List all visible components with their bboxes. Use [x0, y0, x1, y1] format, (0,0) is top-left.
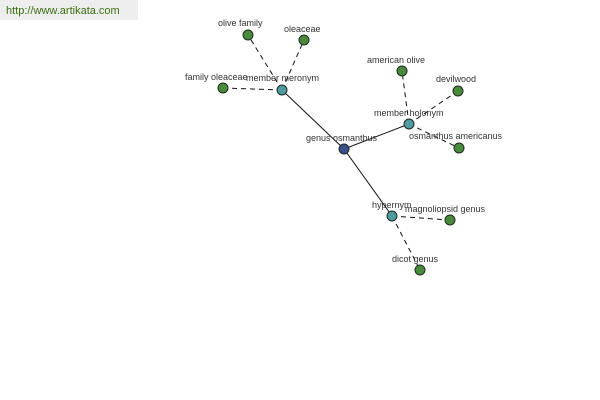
- edge-member-holonym-to-osmanthus-americanus: [408, 123, 460, 149]
- label-dicot-genus[interactable]: dicot genus: [392, 254, 439, 264]
- label-hypernym[interactable]: hypernym: [372, 200, 412, 210]
- node-center[interactable]: [338, 143, 350, 155]
- label-olive-family[interactable]: olive family: [218, 18, 263, 28]
- site-url-link[interactable]: http://www.artikata.com: [0, 0, 138, 20]
- graph-nodes: [217, 29, 465, 276]
- edge-member-meronym-to-oleaceae: [281, 39, 305, 91]
- node-family-oleaceae[interactable]: [217, 82, 229, 94]
- label-osmanthus-americanus[interactable]: osmanthus americanus: [409, 131, 503, 141]
- label-magnoliopsid-genus[interactable]: magnoliopsid genus: [405, 204, 486, 214]
- node-member-holonym[interactable]: [403, 118, 415, 130]
- label-center[interactable]: genus osmanthus: [306, 133, 378, 143]
- node-dicot-genus[interactable]: [414, 264, 426, 276]
- graph-labels: genus osmanthus member meronym member holo…: [185, 18, 503, 264]
- label-devilwood[interactable]: devilwood: [436, 74, 476, 84]
- node-magnoliopsid-genus[interactable]: [444, 214, 456, 226]
- edge-center-to-hypernym: [343, 148, 393, 217]
- edge-member-meronym-to-olive-family: [247, 34, 283, 91]
- label-american-olive[interactable]: american olive: [367, 55, 425, 65]
- node-member-meronym[interactable]: [276, 84, 288, 96]
- node-osmanthus-americanus[interactable]: [453, 142, 465, 154]
- node-olive-family[interactable]: [242, 29, 254, 41]
- node-american-olive[interactable]: [396, 65, 408, 77]
- label-member-meronym[interactable]: member meronym: [246, 73, 319, 83]
- label-oleaceae[interactable]: oleaceae: [284, 24, 321, 34]
- edge-hypernym-to-dicot-genus: [391, 215, 421, 271]
- node-oleaceae[interactable]: [298, 34, 310, 46]
- edge-center-to-member-meronym: [281, 89, 345, 150]
- label-member-holonym[interactable]: member holonym: [374, 108, 444, 118]
- edge-member-meronym-to-family-oleaceae: [222, 87, 283, 91]
- label-family-oleaceae[interactable]: family oleaceae: [185, 72, 248, 82]
- edge-hypernym-to-magnoliopsid-genus: [391, 215, 451, 221]
- node-hypernym[interactable]: [386, 210, 398, 222]
- edge-member-holonym-to-devilwood: [408, 90, 459, 125]
- graph-edges: [222, 34, 460, 271]
- edge-center-to-member-holonym: [343, 123, 410, 150]
- node-devilwood[interactable]: [452, 85, 464, 97]
